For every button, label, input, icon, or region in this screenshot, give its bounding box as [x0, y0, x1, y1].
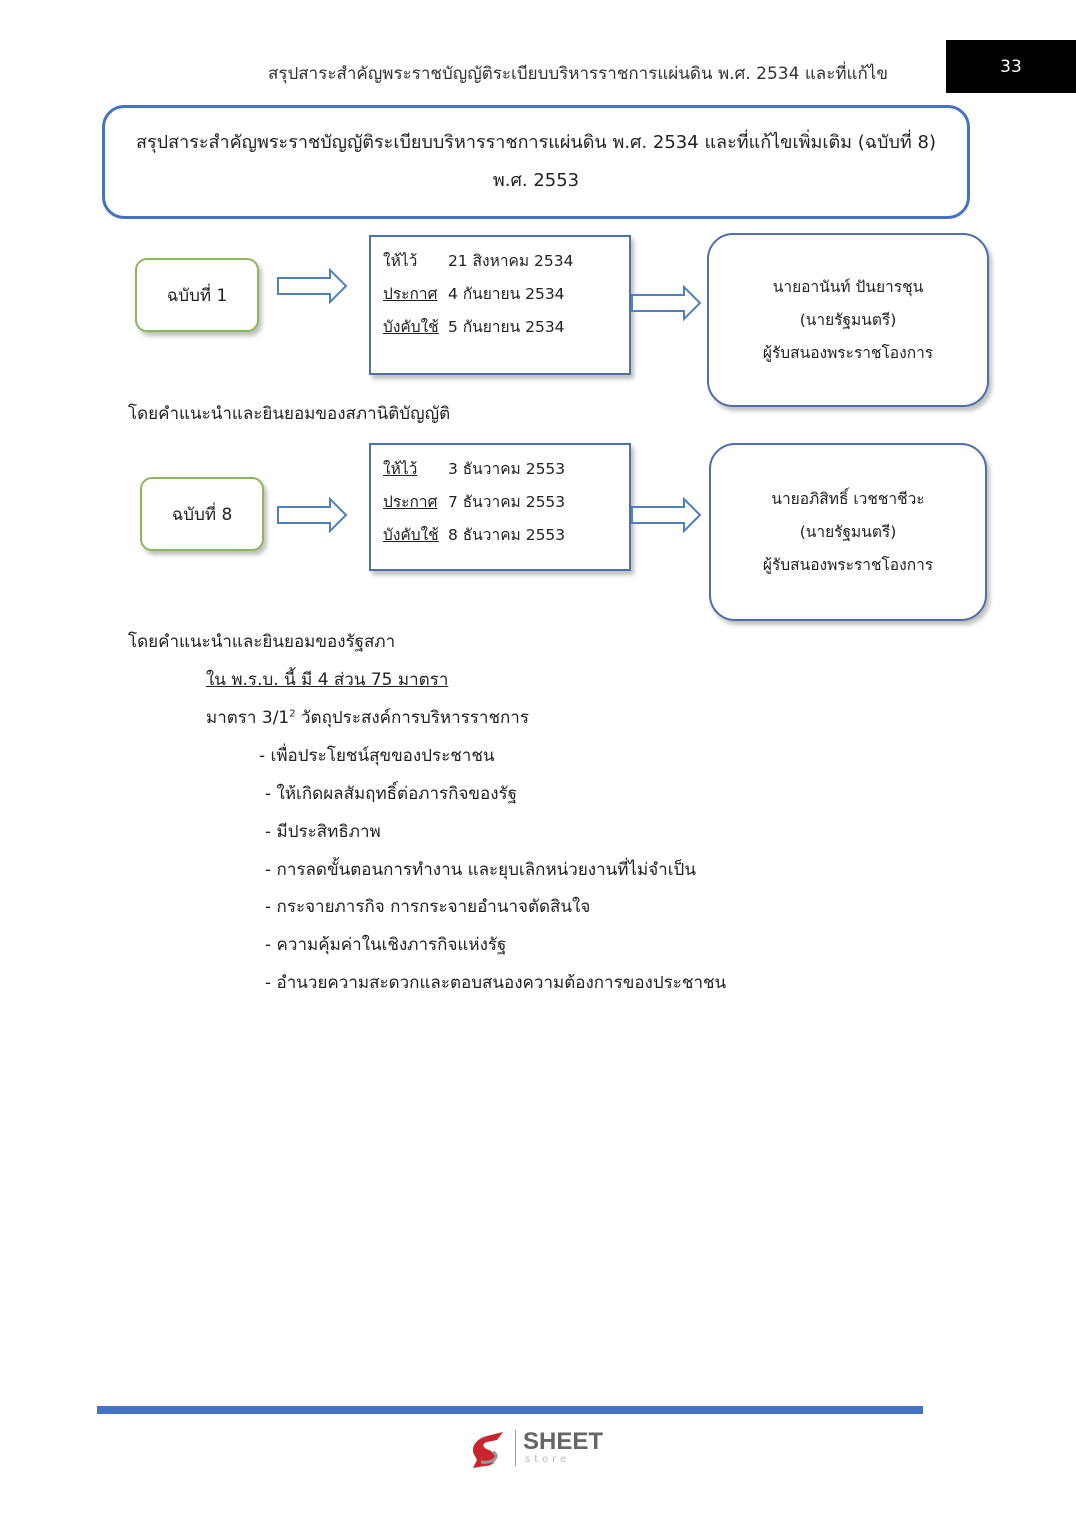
logo-text: SHEET — [523, 1428, 604, 1455]
date-row: ให้ไว้ 3 ธันวาคม 2553 — [383, 460, 566, 478]
list-item: - เพื่อประโยชน์สุขของประชาชน — [259, 746, 495, 766]
list-item: - อำนวยความสะดวกและตอบสนองความต้องการของ… — [265, 973, 727, 993]
edition-8-dates: ให้ไว้ 3 ธันวาคม 2553 ประกาศ 7 ธันวาคม 2… — [369, 443, 631, 571]
arrow-right-icon — [631, 285, 702, 321]
section-label: มาตรา 3/1 — [206, 708, 290, 728]
arrow-right-icon — [631, 497, 702, 533]
arrow-right-icon — [277, 497, 348, 533]
date-row: ประกาศ 7 ธันวาคม 2553 — [383, 493, 566, 511]
list-item: - ให้เกิดผลสัมฤทธิ์ต่อภารกิจของรัฐ — [265, 784, 518, 804]
date-row: บังคับใช้ 8 ธันวาคม 2553 — [383, 526, 566, 544]
signer-title: (นายรัฐมนตรี) — [799, 522, 897, 541]
edition-8-advice: โดยคำแนะนำและยินยอมของรัฐสภา — [128, 632, 396, 652]
footer-rule — [97, 1406, 923, 1414]
title-text: สรุปสาระสำคัญพระราชบัญญัติระเบียบบริหารร… — [136, 132, 936, 191]
page-number: 33 — [946, 40, 1076, 93]
date-row: บังคับใช้ 5 กันยายน 2534 — [383, 318, 565, 336]
list-item: - มีประสิทธิภาพ — [265, 822, 381, 842]
signer-role: ผู้รับสนองพระราชโองการ — [762, 555, 934, 574]
arrow-right-icon — [277, 268, 348, 304]
edition-8-box: ฉบับที่ 8 — [140, 477, 264, 551]
list-item: - กระจายภารกิจ การกระจายอำนาจตัดสินใจ — [265, 897, 591, 917]
logo-s-icon — [472, 1432, 503, 1468]
edition-1-box: ฉบับที่ 1 — [135, 258, 259, 332]
signer-role: ผู้รับสนองพระราชโองการ — [762, 343, 934, 362]
title-box: สรุปสาระสำคัญพระราชบัญญัติระเบียบบริหารร… — [102, 105, 970, 219]
edition-8-signer: นายอภิสิทธิ์ เวชชาชีวะ (นายรัฐมนตรี) ผู้… — [709, 443, 987, 621]
date-row: ประกาศ 4 กันยายน 2534 — [383, 285, 565, 303]
edition-1-dates: ให้ไว้ 21 สิงหาคม 2534 ประกาศ 4 กันยายน … — [369, 235, 631, 375]
running-header: สรุปสาระสำคัญพระราชบัญญัติระเบียบบริหารร… — [268, 64, 888, 84]
signer-name: นายอภิสิทธิ์ เวชชาชีวะ — [771, 489, 925, 508]
edition-1-signer: นายอานันท์ ปันยารชุน (นายรัฐมนตรี) ผู้รั… — [707, 233, 989, 407]
section-heading: มาตรา 3/12 วัตถุประสงค์การบริหารราชการ — [206, 704, 529, 731]
footnote-ref: 2 — [289, 708, 296, 720]
date-row: ให้ไว้ 21 สิงหาคม 2534 — [383, 252, 574, 270]
section-title: วัตถุประสงค์การบริหารราชการ — [301, 708, 529, 728]
list-item: - การลดขั้นตอนการทำงาน และยุบเลิกหน่วยงา… — [265, 860, 696, 880]
logo-subtext: store — [525, 1454, 571, 1465]
sheet-store-logo: SHEET store — [467, 1426, 617, 1470]
act-summary: ใน พ.ร.บ. นี้ มี 4 ส่วน 75 มาตรา — [206, 670, 449, 690]
signer-title: (นายรัฐมนตรี) — [799, 310, 897, 329]
edition-1-advice: โดยคำแนะนำและยินยอมของสภานิติบัญญัติ — [128, 404, 451, 424]
list-item: - ความคุ้มค่าในเชิงภารกิจแห่งรัฐ — [265, 935, 507, 955]
signer-name: นายอานันท์ ปันยารชุน — [772, 277, 924, 296]
